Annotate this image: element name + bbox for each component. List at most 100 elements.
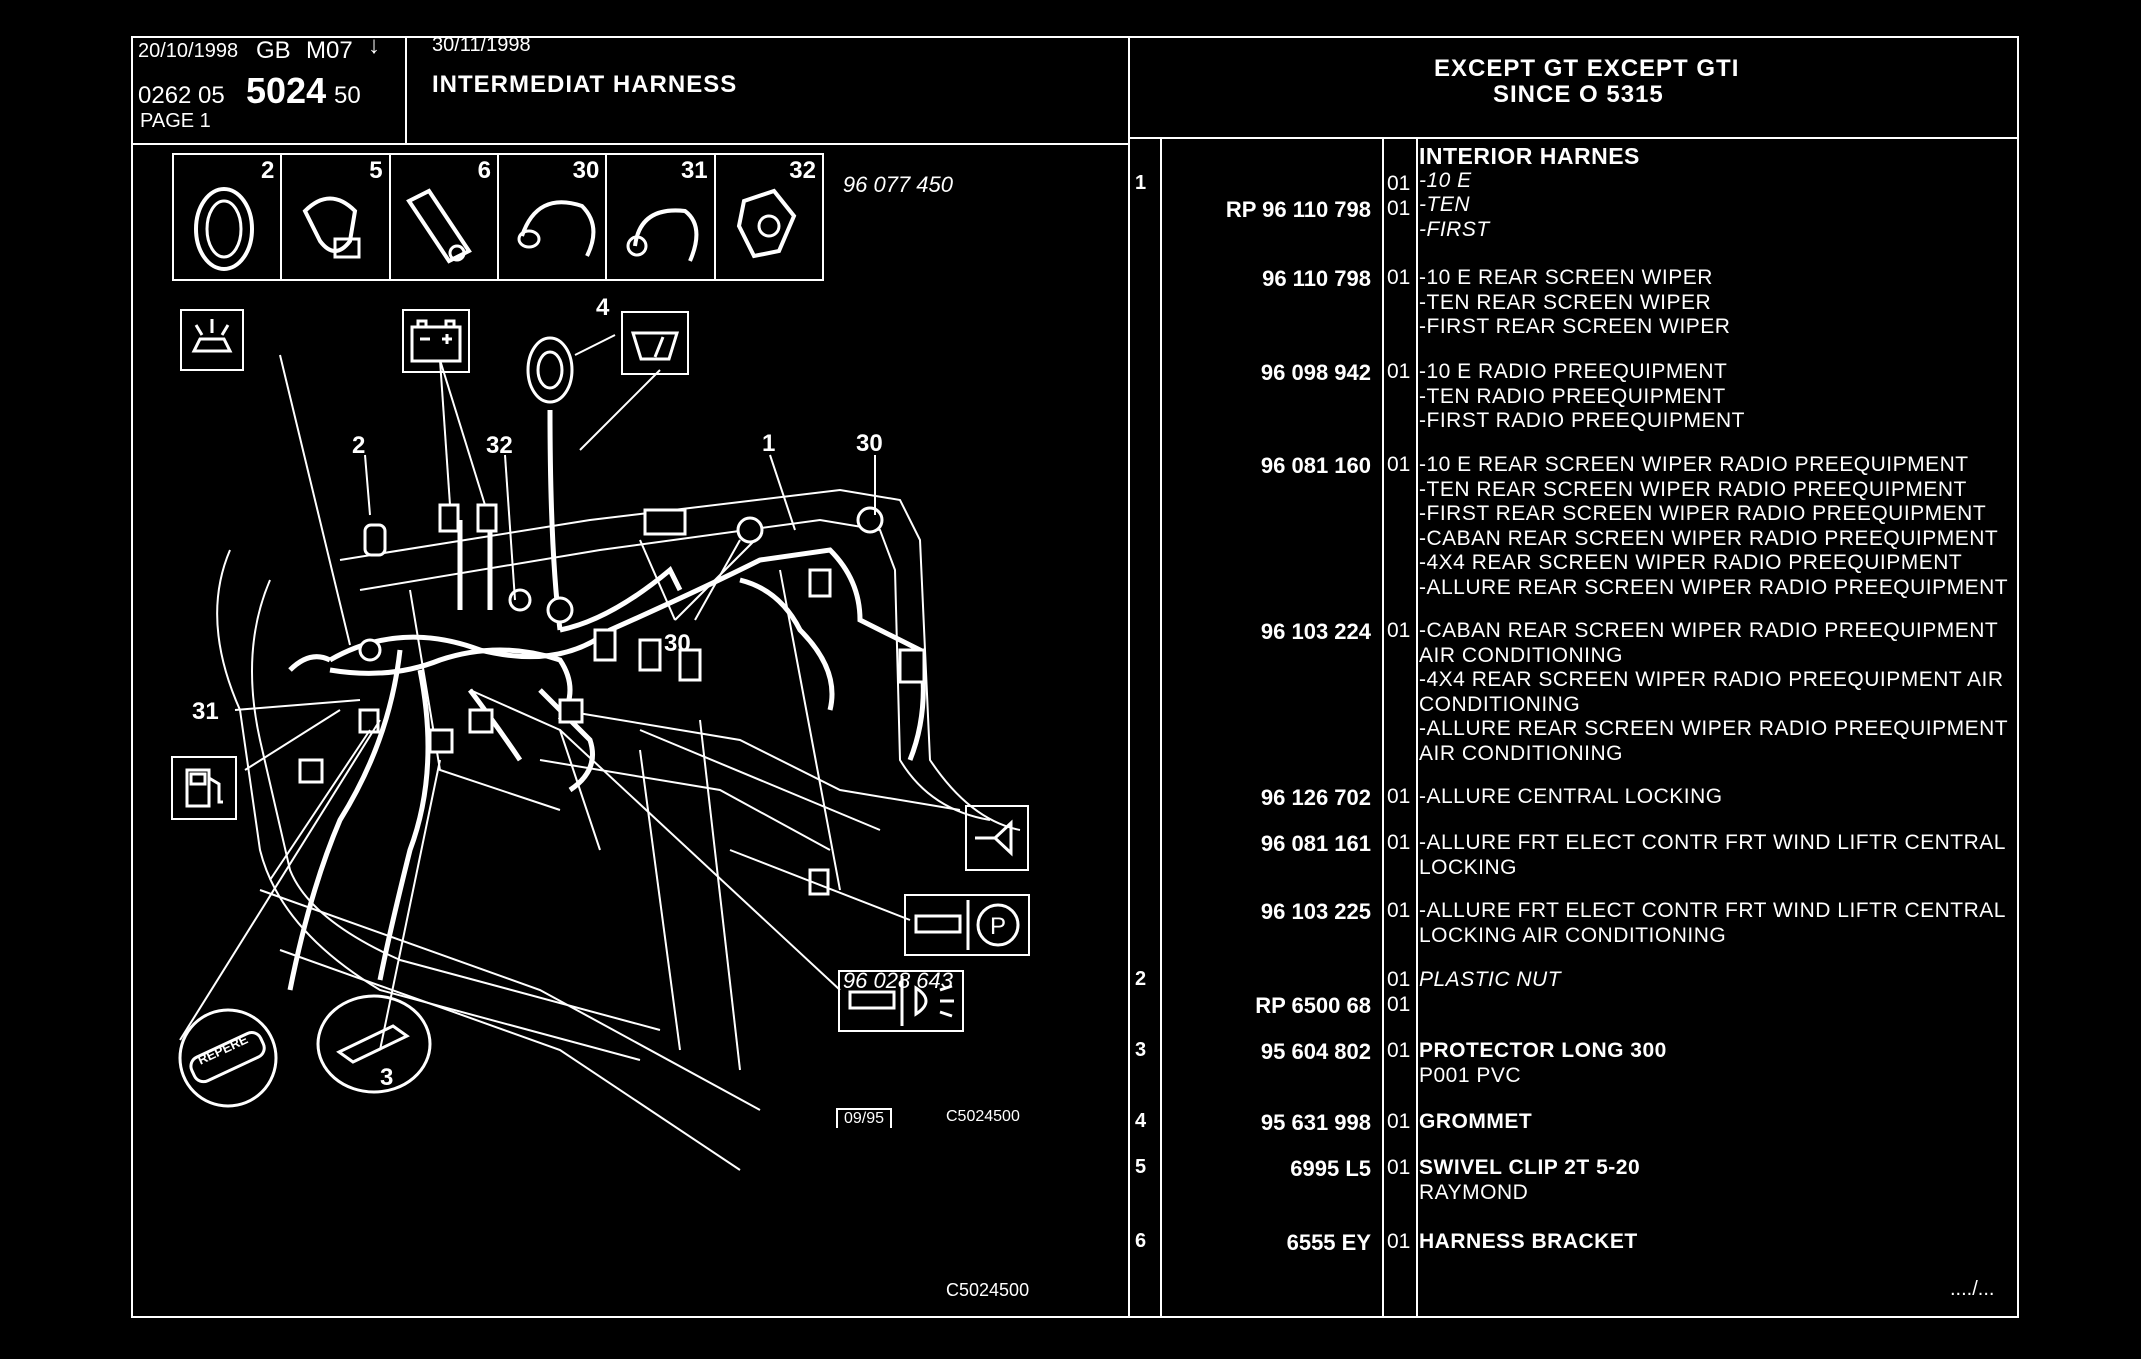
part-qty: 01	[1387, 266, 1411, 289]
desc-line: -4X4 REAR SCREEN WIPER RADIO PREEQUIPMEN…	[1419, 668, 2004, 691]
header-applicability-1: EXCEPT GT EXCEPT GTI	[1434, 55, 1740, 82]
part-qty: 01	[1387, 453, 1411, 476]
pos-number: 5	[1135, 1156, 1147, 1178]
desc-line: -FIRST	[1419, 217, 1490, 241]
desc-line: -10 E REAR SCREEN WIPER RADIO PREEQUIPME…	[1419, 453, 1969, 476]
continued-marker: ..../...	[1950, 1278, 1995, 1300]
clip-tie-icon	[626, 208, 699, 262]
part-description: HARNESS BRACKET	[1419, 1230, 1638, 1255]
thumb-part-6: 6	[391, 155, 499, 279]
desc-line: -ALLURE FRT ELECT CONTR FRT WIND LIFTR C…	[1419, 831, 2006, 854]
desc-line: PROTECTOR LONG 300	[1419, 1039, 1667, 1062]
part-description: -ALLURE FRT ELECT CONTR FRT WIND LIFTR C…	[1419, 831, 2006, 880]
part-thumbnails: 2 5 6 30 31 32	[172, 153, 824, 281]
header-split	[405, 36, 407, 143]
connector-clip-icon	[736, 188, 796, 259]
desc-line: -TEN RADIO PREEQUIPMENT	[1419, 384, 1726, 408]
thumb-part-32: 32	[716, 155, 822, 279]
callout-30-top: 30	[856, 430, 883, 457]
cable-tie-icon	[517, 200, 596, 257]
desc-line: LOCKING AIR CONDITIONING	[1419, 923, 1727, 947]
callout-3: 3	[380, 1064, 394, 1091]
fuel-pump-icon	[171, 756, 237, 820]
part-reference: 96 081 161	[1260, 831, 1371, 856]
headlamp-warning-icon	[838, 970, 964, 1032]
desc-line: -ALLURE FRT ELECT CONTR FRT WIND LIFTR C…	[1419, 899, 2006, 922]
desc-line: AIR CONDITIONING	[1419, 643, 1624, 667]
header-ref-main: 5024	[246, 70, 327, 111]
desc-line: -FIRST REAR SCREEN WIPER RADIO PREEQUIPM…	[1419, 502, 1987, 525]
part-reference: 96 028 643	[842, 968, 953, 993]
horn-icon	[965, 805, 1029, 871]
desc-line: -ALLURE CENTRAL LOCKING	[1419, 785, 1723, 808]
callout-32: 32	[486, 432, 513, 459]
header-arrow: ↓	[368, 32, 380, 59]
part-reference: 96 126 702	[1260, 785, 1371, 810]
thumb-part-30: 30	[499, 155, 608, 279]
thumb-number: 5	[369, 157, 383, 184]
main-split	[1128, 36, 1130, 1318]
part-qty: 01	[1387, 899, 1411, 922]
part-description: SWIVEL CLIP 2T 5-20 RAYMOND	[1419, 1156, 1640, 1205]
desc-line: -10 E	[1419, 168, 1472, 192]
part-reference: 96 110 798	[1262, 266, 1371, 291]
thumb-number: 2	[260, 157, 275, 184]
header-divider-right	[1129, 137, 2019, 139]
desc-line: SWIVEL CLIP 2T 5-20	[1419, 1156, 1641, 1179]
part-reference: 96 103 224	[1260, 619, 1371, 644]
part-description: -10 E RADIO PREEQUIPMENT -TEN RADIO PREE…	[1419, 360, 1745, 434]
part-description: PLASTIC NUT	[1419, 968, 1561, 993]
desc-line: LOCKING	[1419, 855, 1518, 879]
header-ref-suffix: 50	[334, 82, 361, 109]
part-qty: 01	[1387, 968, 1411, 991]
part-qty: 01	[1387, 1110, 1411, 1133]
part-qty: 01	[1387, 785, 1411, 808]
desc-line: PLASTIC NUT	[1419, 968, 1562, 991]
pos-number: 4	[1135, 1110, 1147, 1132]
part-qty: 01	[1387, 197, 1411, 220]
part-qty: 01	[1387, 993, 1411, 1016]
part-reference-rp: RP 96 110 798	[1225, 197, 1371, 222]
part-reference: 6995 L5	[1290, 1156, 1371, 1181]
desc-line: INTERIOR HARNES	[1419, 143, 1640, 169]
desc-line: -TEN REAR SCREEN WIPER	[1419, 290, 1712, 314]
grommet-ring-icon	[194, 187, 254, 271]
diagram-code-bottom: C5024500	[946, 1280, 1030, 1300]
col-qty-divider	[1416, 137, 1418, 1318]
part-qty: 01	[1387, 1039, 1411, 1062]
desc-line: -ALLURE REAR SCREEN WIPER RADIO PREEQUIP…	[1419, 575, 2009, 599]
part-description: -ALLURE CENTRAL LOCKING	[1419, 785, 1723, 810]
part-reference: 96 098 942	[1260, 360, 1371, 385]
callout-31: 31	[192, 698, 219, 725]
pos-number: 3	[1135, 1039, 1147, 1061]
header-date1: 20/10/1998	[138, 40, 239, 62]
harness-diagram	[179, 334, 1021, 1171]
repere-marker-inset	[178, 1008, 278, 1108]
part-qty: 01	[1387, 1156, 1411, 1179]
page-frame	[131, 36, 2019, 1318]
thumb-part-5: 5	[282, 155, 391, 279]
thumb-number: 6	[477, 157, 491, 184]
callout-2: 2	[352, 432, 366, 459]
part-description: -CABAN REAR SCREEN WIPER RADIO PREEQUIPM…	[1419, 619, 2008, 766]
swivel-clip-icon	[302, 196, 361, 259]
desc-line: -4X4 REAR SCREEN WIPER RADIO PREEQUIPMEN…	[1419, 551, 1963, 574]
part-reference: 95 604 802	[1260, 1039, 1371, 1064]
part-reference: 96 077 450	[842, 172, 953, 197]
part-description: GROMMET	[1419, 1110, 1532, 1135]
pos-number: 1	[1135, 172, 1147, 194]
header-title: INTERMEDIAT HARNESS	[432, 71, 738, 98]
part-qty: 01	[1387, 172, 1411, 195]
desc-line: -CABAN REAR SCREEN WIPER RADIO PREEQUIPM…	[1419, 526, 1999, 550]
header-code: M07	[306, 37, 353, 64]
callout-30-mid: 30	[664, 630, 691, 657]
header-applicability-2: SINCE O 5315	[1493, 81, 1664, 108]
part-description: PROTECTOR LONG 300 P001 PVC	[1419, 1039, 1667, 1088]
battery-icon	[402, 309, 470, 373]
thumb-number: 32	[789, 157, 816, 184]
desc-line: -FIRST REAR SCREEN WIPER	[1419, 315, 1731, 338]
part-description: -10 E REAR SCREEN WIPER -TEN REAR SCREEN…	[1419, 266, 1730, 340]
desc-line: RAYMOND	[1419, 1180, 1529, 1204]
thumb-number: 30	[572, 157, 600, 184]
pos-number: 6	[1135, 1230, 1147, 1252]
